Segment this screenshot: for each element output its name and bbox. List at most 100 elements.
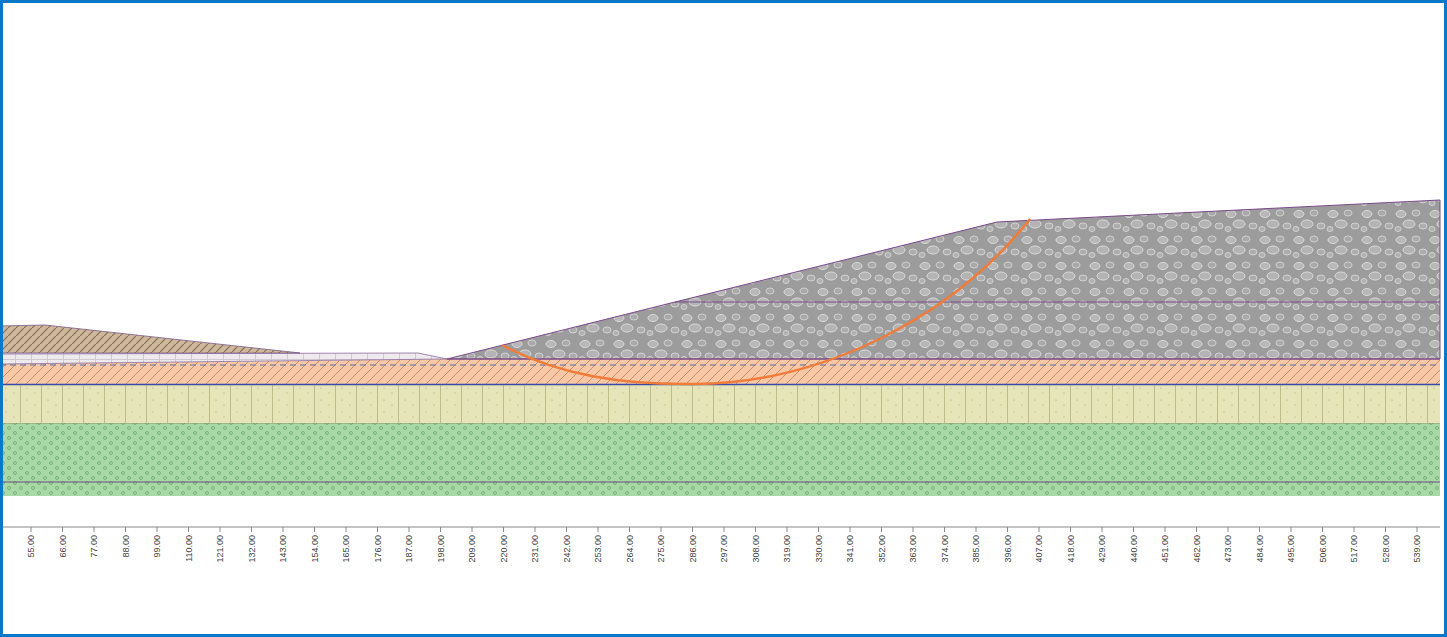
axis-label: 110.00 bbox=[183, 535, 194, 562]
axis-label: 231.00 bbox=[530, 535, 541, 563]
axis-label: 187.00 bbox=[404, 535, 415, 563]
axis-tick bbox=[346, 527, 347, 532]
axis-label: 66.00 bbox=[57, 535, 68, 558]
axis-label: 264.00 bbox=[624, 535, 635, 563]
axis-tick bbox=[535, 527, 536, 532]
axis-label: 176.00 bbox=[372, 535, 383, 563]
silt-layer bbox=[0, 385, 1440, 423]
axis-tick bbox=[31, 527, 32, 532]
axis-tick bbox=[314, 527, 315, 532]
axis-tick bbox=[1133, 527, 1134, 532]
axis-tick bbox=[283, 527, 284, 532]
axis-label: 99.00 bbox=[152, 535, 163, 558]
mound-layer bbox=[0, 325, 300, 353]
axis-label: 165.00 bbox=[341, 535, 352, 563]
axis-tick bbox=[661, 527, 662, 532]
axis-label: 539.00 bbox=[1412, 535, 1423, 563]
axis-label: 143.00 bbox=[278, 535, 289, 563]
axis-tick bbox=[1039, 527, 1040, 532]
axis-label: 440.00 bbox=[1128, 535, 1139, 563]
axis-label: 385.00 bbox=[971, 535, 982, 563]
axis-tick bbox=[1259, 527, 1260, 532]
axis-tick bbox=[1196, 527, 1197, 532]
axis-tick bbox=[1165, 527, 1166, 532]
axis-label: 220.00 bbox=[498, 535, 509, 563]
axis-label: 319.00 bbox=[782, 535, 793, 563]
axis-tick bbox=[692, 527, 693, 532]
axis-label: 209.00 bbox=[467, 535, 478, 563]
axis-tick bbox=[598, 527, 599, 532]
gravel-layer bbox=[0, 423, 1440, 496]
rock-embankment bbox=[447, 200, 1440, 359]
axis-tick bbox=[755, 527, 756, 532]
layer-boundary bbox=[447, 358, 1440, 359]
axis-label: 528.00 bbox=[1380, 535, 1391, 563]
axis-tick bbox=[251, 527, 252, 532]
axis-tick bbox=[1102, 527, 1103, 532]
water-table bbox=[0, 365, 1440, 366]
axis-label: 253.00 bbox=[593, 535, 604, 563]
fill-layer bbox=[0, 353, 447, 364]
axis-label: 198.00 bbox=[435, 535, 446, 563]
axis-label: 352.00 bbox=[876, 535, 887, 563]
axis-label: 77.00 bbox=[89, 535, 100, 558]
axis-tick bbox=[1354, 527, 1355, 532]
axis-tick bbox=[472, 527, 473, 532]
axis-tick bbox=[1007, 527, 1008, 532]
axis-line bbox=[0, 527, 1440, 528]
axis-label: 297.00 bbox=[719, 535, 730, 563]
axis-label: 275.00 bbox=[656, 535, 667, 563]
axis-tick bbox=[787, 527, 788, 532]
axis-tick bbox=[1070, 527, 1071, 532]
axis-label: 88.00 bbox=[120, 535, 131, 558]
axis-tick bbox=[409, 527, 410, 532]
axis-label: 396.00 bbox=[1002, 535, 1013, 563]
axis-tick bbox=[157, 527, 158, 532]
axis-tick bbox=[188, 527, 189, 532]
axis-label: 330.00 bbox=[813, 535, 824, 563]
axis-tick bbox=[1417, 527, 1418, 532]
axis-label: 517.00 bbox=[1349, 535, 1360, 563]
axis-label: 341.00 bbox=[845, 535, 856, 563]
layer-boundary bbox=[675, 301, 1440, 302]
axis-tick bbox=[1291, 527, 1292, 532]
axis-tick bbox=[976, 527, 977, 532]
axis-tick bbox=[913, 527, 914, 532]
axis-tick bbox=[440, 527, 441, 532]
layer-boundary bbox=[0, 481, 1440, 482]
axis-label: 363.00 bbox=[908, 535, 919, 563]
axis-tick bbox=[1228, 527, 1229, 532]
axis-tick bbox=[1385, 527, 1386, 532]
axis-tick bbox=[94, 527, 95, 532]
axis-tick bbox=[944, 527, 945, 532]
axis-label: 506.00 bbox=[1317, 535, 1328, 563]
axis-tick bbox=[566, 527, 567, 532]
axis-label: 132.00 bbox=[246, 535, 257, 563]
axis-label: 374.00 bbox=[939, 535, 950, 563]
clay-layer bbox=[0, 359, 1440, 385]
axis-ticks bbox=[31, 527, 1417, 532]
axis-tick bbox=[881, 527, 882, 532]
axis-label: 154.00 bbox=[309, 535, 320, 563]
axis-tick bbox=[818, 527, 819, 532]
slip-surface bbox=[502, 219, 1030, 384]
axis-label: 462.00 bbox=[1191, 535, 1202, 563]
axis-tick bbox=[850, 527, 851, 532]
axis-label: 308.00 bbox=[750, 535, 761, 563]
axis-label: 429.00 bbox=[1097, 535, 1108, 563]
axis-label: 418.00 bbox=[1065, 535, 1076, 563]
axis-tick bbox=[724, 527, 725, 532]
axis-tick bbox=[220, 527, 221, 532]
axis-label: 121.00 bbox=[215, 535, 226, 563]
axis-label: 55.00 bbox=[26, 535, 37, 558]
axis-tick bbox=[377, 527, 378, 532]
axis-label: 286.00 bbox=[687, 535, 698, 563]
axis-label: 495.00 bbox=[1286, 535, 1297, 563]
axis-label: 484.00 bbox=[1254, 535, 1265, 563]
axis-label: 242.00 bbox=[561, 535, 572, 563]
axis-label: 473.00 bbox=[1223, 535, 1234, 563]
axis-tick bbox=[125, 527, 126, 532]
